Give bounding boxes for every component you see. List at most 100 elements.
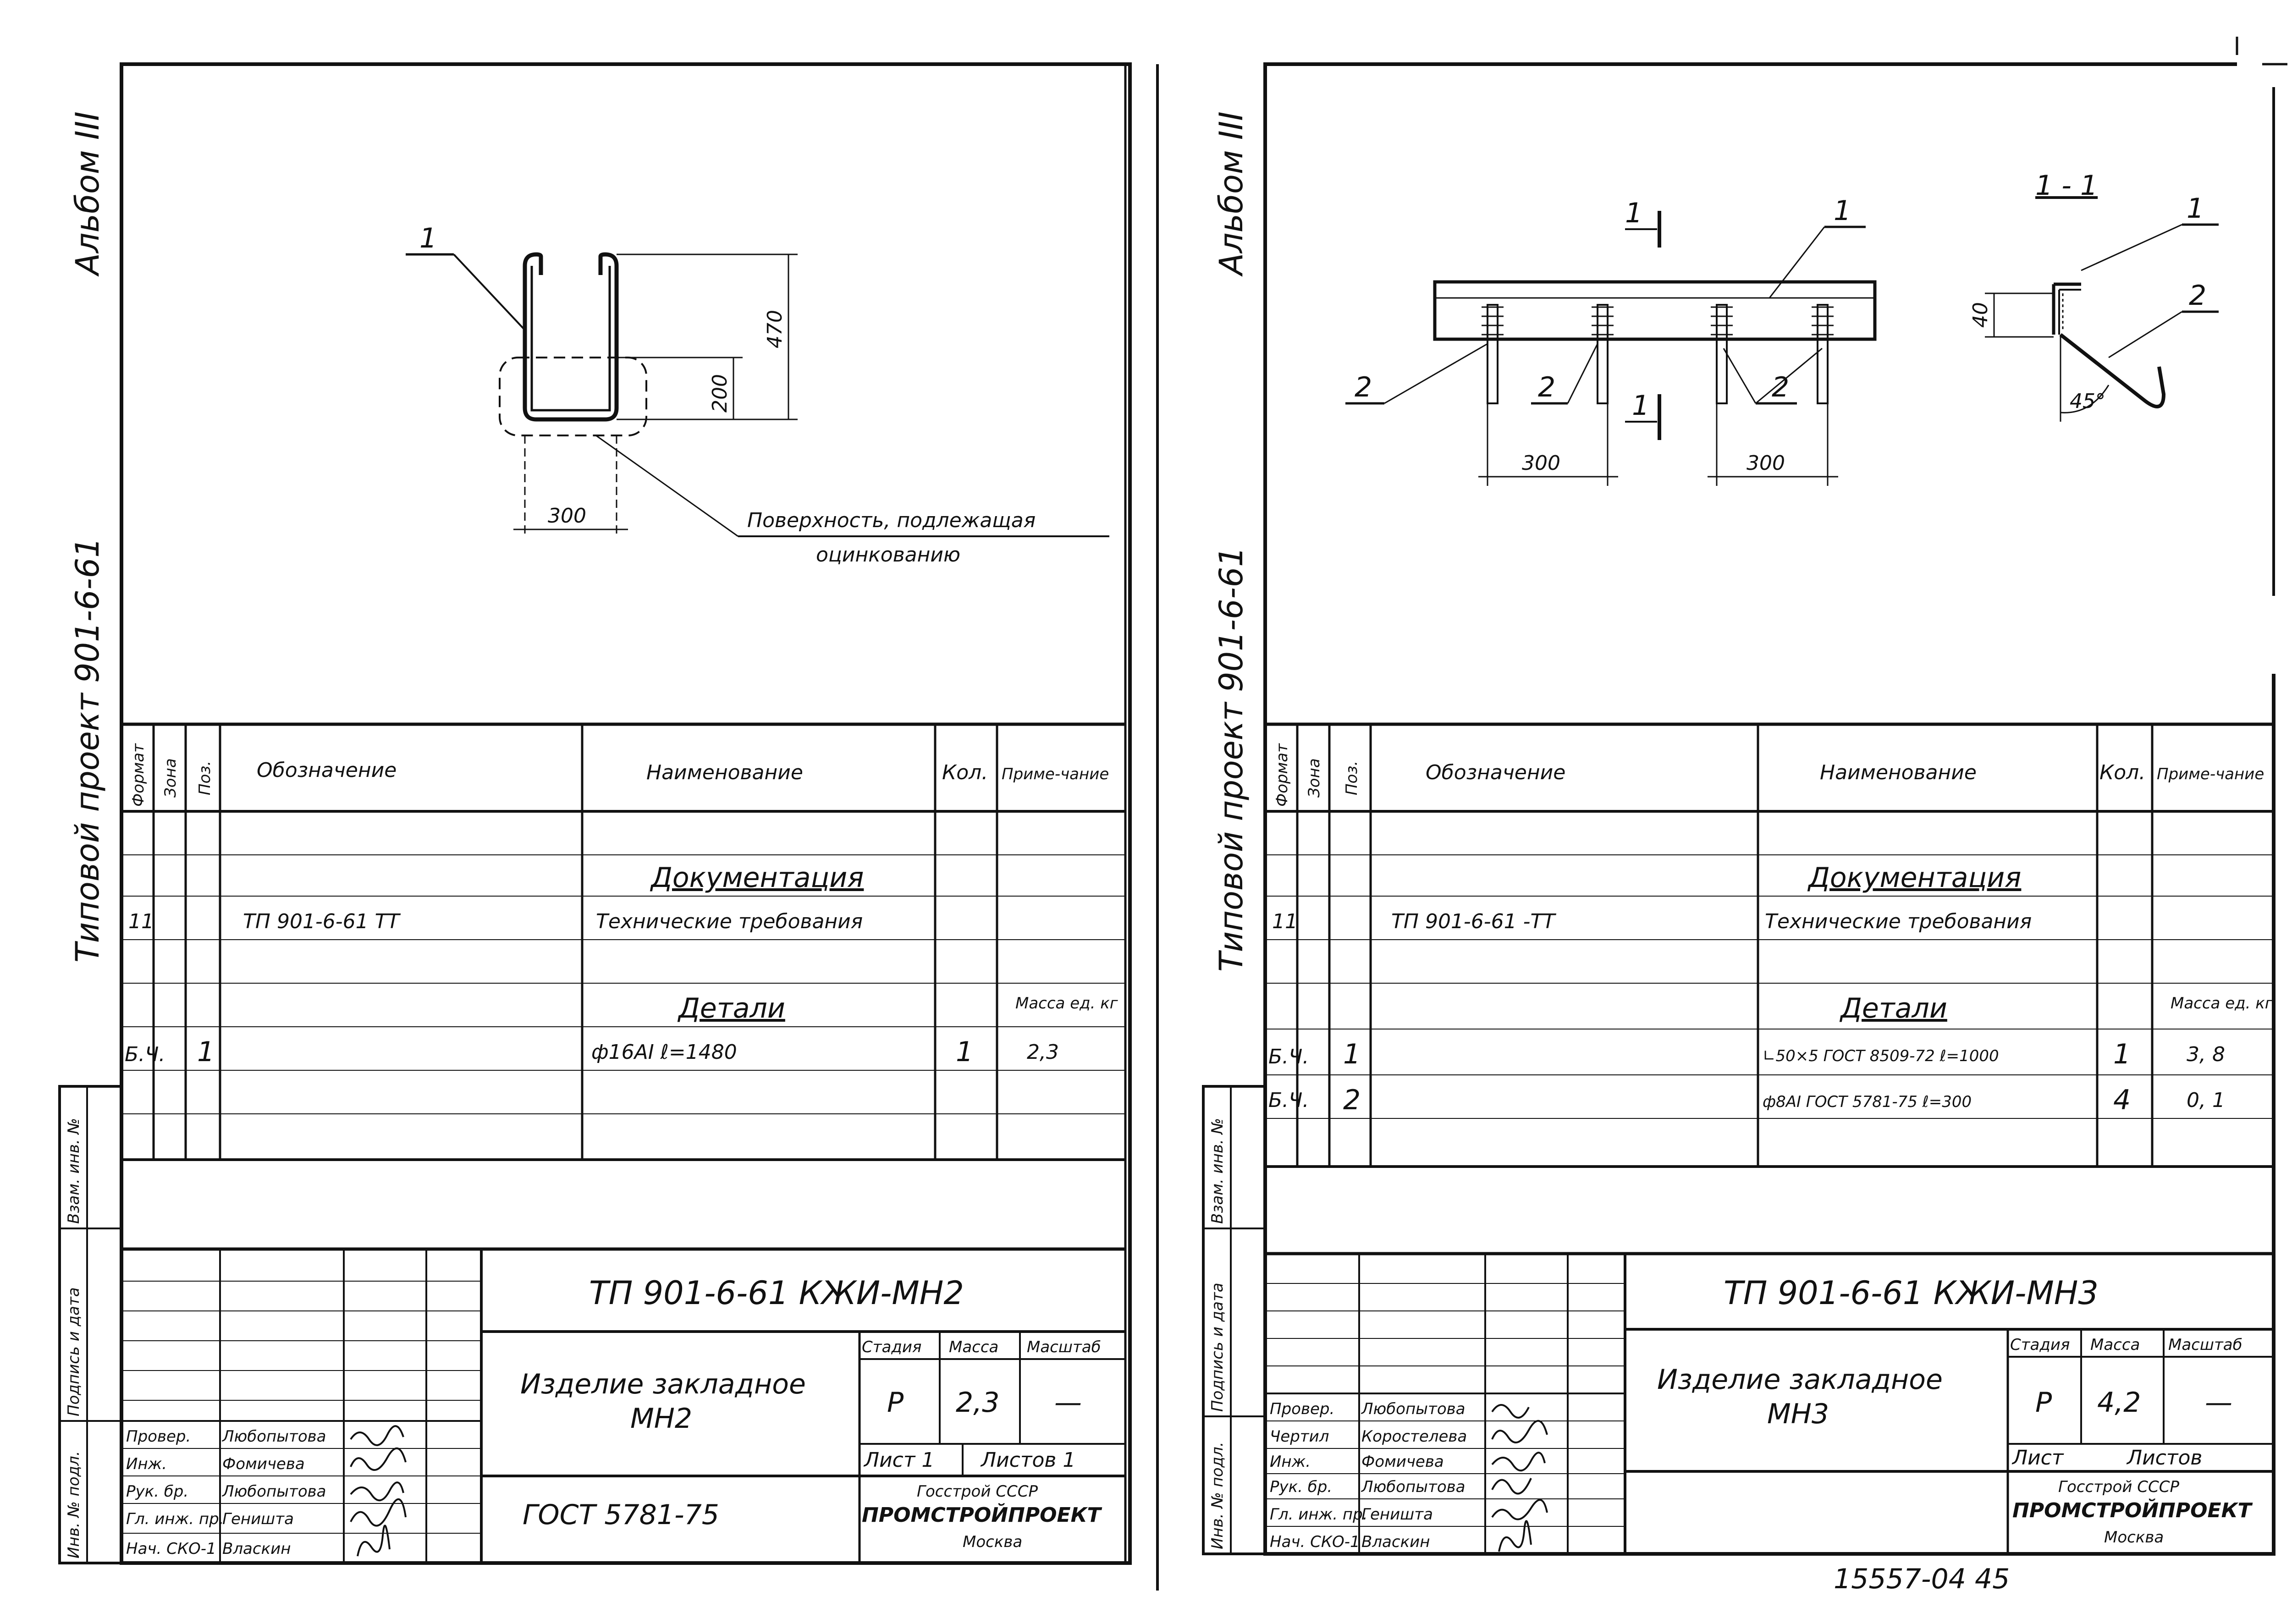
side-stamp-replaced: Взам. инв. № <box>65 1118 83 1224</box>
note-leader <box>595 435 738 537</box>
callout-leader <box>1755 347 1823 404</box>
row-1-format: Б.Ч. <box>125 1043 165 1066</box>
signer-2-role: Чертил <box>1270 1427 1329 1446</box>
signer-5-name: Власкин <box>222 1540 291 1558</box>
product-line1: Изделие закладное <box>520 1368 806 1400</box>
row-1-format: Б.Ч. <box>1268 1045 1309 1068</box>
standard: ГОСТ 5781-75 <box>523 1499 719 1531</box>
header-zone: Зона <box>1305 758 1323 798</box>
org-line2: ПРОМСТРОЙПРОЕКТ <box>2012 1498 2253 1522</box>
header-format: Формат <box>129 743 148 807</box>
surface-note-line2: оцинкованию <box>816 543 960 567</box>
stage-value: Р <box>887 1387 904 1419</box>
u-bar-inner <box>530 266 611 412</box>
side-stamp-signature: Подпись и дата <box>65 1287 83 1416</box>
weld-marks <box>1482 306 1504 336</box>
signature-mark <box>1491 1478 1532 1495</box>
signature-mark <box>1491 1499 1548 1520</box>
scale-label: Масштаб <box>1027 1338 1101 1356</box>
anchor-bar <box>1592 304 1614 404</box>
drawing-code: ТП 901-6-61 КЖИ-МН3 <box>1724 1274 2099 1312</box>
org-line3: Москва <box>963 1533 1022 1551</box>
header-format: Формат <box>1273 743 1291 807</box>
signature-mark <box>350 1425 404 1446</box>
weld-marks <box>1812 306 1834 336</box>
signer-1-role: Провер. <box>126 1427 191 1446</box>
callout-leader <box>1567 343 1598 404</box>
signer-5-role: Нач. СКО-1 <box>126 1540 216 1558</box>
doc-row-name: Технические требования <box>596 910 863 933</box>
section-mark-bottom: 1 <box>1632 390 1649 422</box>
mass-label: Масса <box>2090 1336 2140 1354</box>
anchor-rod <box>1817 304 1829 404</box>
weld-marks <box>1592 306 1614 336</box>
sheets-label: Листов <box>2126 1446 2202 1470</box>
side-stamp-signature: Подпись и дата <box>1208 1283 1227 1412</box>
angle-45: 45° <box>2070 390 2105 413</box>
dim-300: 300 <box>548 504 586 528</box>
signature-mark <box>1491 1404 1530 1419</box>
row-2-qty: 4 <box>2113 1084 2131 1116</box>
org-line3: Москва <box>2104 1528 2164 1547</box>
header-qty: Кол. <box>942 761 988 784</box>
section-anchor-bar <box>2059 333 2166 408</box>
dim-300-a: 300 <box>1522 451 1560 475</box>
row-2-pos: 2 <box>1343 1084 1361 1116</box>
scale-value: — <box>2205 1387 2232 1419</box>
row-1-name: ф16АI ℓ=1480 <box>591 1040 737 1064</box>
documentation-heading: Документация <box>650 862 864 894</box>
signature-mark <box>1491 1420 1548 1443</box>
footer-number: 15557-04 45 <box>1834 1563 2010 1595</box>
spec-table-2: Формат Зона Поз. Обозначение Наименовани… <box>1265 722 2274 1168</box>
org-line1: Госстрой СССР <box>917 1482 1038 1501</box>
title-block-1: Провер. Любопытова Инж. Фомичева Рук. бр… <box>121 1247 1125 1563</box>
side-stamp-2: Инв. № подл. Подпись и дата Взам. инв. № <box>1202 1085 1267 1555</box>
sheet-label: Лист 1 <box>863 1448 934 1472</box>
side-stamp-inv: Инв. № подл. <box>65 1451 83 1558</box>
callout-2: 2 <box>1772 371 1789 403</box>
row-1-qty: 1 <box>2113 1038 2131 1070</box>
sheet-2: Альбом III Типовой проект 901-6-61 Инв. … <box>1202 37 2287 1595</box>
part-drawing-2: 1 1 1 2 2 2 300 30 <box>1345 170 2219 486</box>
header-pos: Поз. <box>1343 761 1361 795</box>
stage-label: Стадия <box>2010 1336 2070 1354</box>
callout-leader <box>2081 224 2182 271</box>
u-bar-outer <box>523 252 619 422</box>
dim-40: 40 <box>1969 302 1992 328</box>
row-1-pos: 1 <box>197 1036 215 1068</box>
product-line1: Изделие закладное <box>1657 1364 1943 1396</box>
signature-mark <box>350 1447 407 1471</box>
sheet-1: Альбом III Типовой проект 901-6-61 Инв. … <box>58 62 1132 1565</box>
stage-value: Р <box>2035 1387 2052 1419</box>
spec-table-1: Формат Зона Поз. Обозначение Наименовани… <box>121 722 1125 1161</box>
project-label-1: Типовой проект 901-6-61 <box>69 537 106 963</box>
scale-label: Масштаб <box>2168 1336 2242 1354</box>
org-line1: Госстрой СССР <box>2058 1478 2179 1496</box>
dim-200: 200 <box>708 374 732 413</box>
signer-2-name: Коростелева <box>1361 1427 1467 1446</box>
callout-2: 2 <box>1355 371 1372 403</box>
signer-5-role: Гл. инж. пр. <box>1270 1505 1367 1524</box>
anchor-rod <box>1487 304 1499 404</box>
album-label-1: Альбом III <box>69 111 106 277</box>
row-1-pos: 1 <box>1343 1038 1361 1070</box>
signer-2-name: Фомичева <box>222 1455 305 1473</box>
doc-row-designation: ТП 901-6-61 -ТТ <box>1391 910 1556 933</box>
sheet-frame-1 <box>120 62 1132 1565</box>
signer-4-name: Геништа <box>222 1510 294 1528</box>
header-designation: Обозначение <box>1426 761 1565 784</box>
callout-leader <box>1384 343 1488 404</box>
callout-leader <box>453 253 526 331</box>
signer-1-name: Любопытова <box>221 1427 326 1446</box>
section-callout-2: 2 <box>2189 280 2206 312</box>
section-angle <box>2052 282 2081 335</box>
dim-300-b: 300 <box>1747 451 1785 475</box>
side-stamp-box <box>1202 1085 1267 1555</box>
side-stamp-inv: Инв. № подл. <box>1208 1442 1227 1549</box>
doc-row-format: 11 <box>128 910 154 933</box>
weld-marks <box>1711 306 1733 336</box>
callout-1: 1 <box>419 222 437 254</box>
project-label-2: Типовой проект 901-6-61 <box>1212 546 1250 972</box>
callout-1: 1 <box>1834 195 1851 227</box>
header-zone: Зона <box>161 758 180 798</box>
